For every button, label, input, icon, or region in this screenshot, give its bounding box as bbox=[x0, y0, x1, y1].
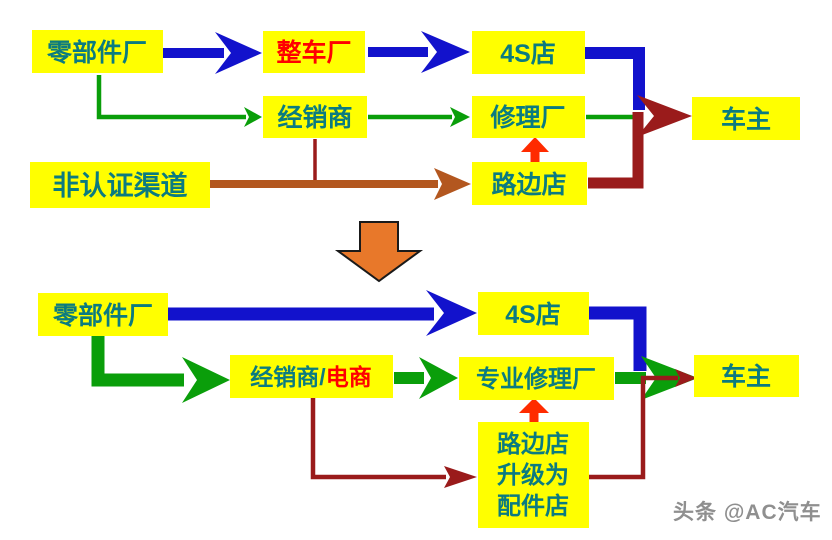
node-car-owner-after-label: 车主 bbox=[721, 362, 771, 391]
node-parts-factory-before bbox=[32, 30, 163, 73]
node-roadside-upgrade-label: 路边店升级为配件店 bbox=[497, 430, 569, 520]
arrow-upgrade-to-prorepair-head bbox=[519, 398, 549, 413]
node-professional-repair bbox=[459, 357, 614, 400]
ecommerce-text: 电商 bbox=[326, 364, 372, 390]
node-repair-shop bbox=[472, 96, 585, 138]
line-4s-to-merge bbox=[585, 47, 645, 110]
node-vehicle-oem bbox=[263, 31, 365, 73]
node-4s-store-before-label: 4S店 bbox=[500, 40, 556, 68]
arrow-parts-to-dealer2-head bbox=[182, 357, 230, 403]
node-dealer-before bbox=[263, 96, 367, 138]
node-uncertified-channel-label: 非认证渠道 bbox=[53, 170, 188, 201]
node-professional-repair-label: 专业修理厂 bbox=[476, 365, 596, 393]
arrow-roadside-to-owner-line bbox=[588, 112, 644, 189]
node-parts-factory-after-label: 零部件厂 bbox=[52, 301, 153, 330]
node-vehicle-oem-label: 整车厂 bbox=[276, 38, 351, 67]
node-roadside-upgrade bbox=[478, 422, 589, 528]
node-dealer-ecommerce-label: 经销商/电商 bbox=[250, 364, 371, 390]
arrow-roadside-to-repair-head bbox=[521, 137, 549, 152]
arrow-dealer2-to-prorepair-head bbox=[419, 357, 458, 399]
line-4s2-to-merge bbox=[589, 306, 647, 371]
arrow-dealer2-to-upgrade-line bbox=[310, 398, 446, 480]
roadside-upgrade-line3: 配件店 bbox=[497, 493, 569, 520]
roadside-upgrade-line1: 路边店 bbox=[497, 430, 569, 458]
node-dealer-ecommerce bbox=[230, 355, 393, 398]
node-roadside-shop-label: 路边店 bbox=[491, 171, 566, 199]
node-car-owner-after bbox=[694, 355, 799, 397]
arrow-parts-to-oem-head bbox=[215, 32, 262, 74]
arrow-parts-to-dealer-head bbox=[244, 107, 262, 127]
arrow-oem-to-4s-head bbox=[421, 31, 470, 73]
dealer-prefix-text: 经销商/ bbox=[250, 364, 326, 390]
node-parts-factory-after bbox=[38, 293, 168, 336]
node-4s-store-after bbox=[478, 292, 589, 335]
arrow-parts-to-dealer-line bbox=[96, 75, 246, 120]
node-dealer-before-label: 经销商 bbox=[277, 103, 352, 132]
node-roadside-shop bbox=[472, 162, 587, 205]
node-4s-store-after-label: 4S店 bbox=[505, 301, 561, 329]
node-4s-store-before bbox=[472, 31, 585, 74]
node-car-owner-before-label: 车主 bbox=[721, 105, 771, 134]
arrow-dealer2-to-upgrade-head bbox=[444, 466, 477, 488]
arrow-merge-to-owner-head bbox=[637, 95, 692, 137]
node-parts-factory-before-label: 零部件厂 bbox=[46, 38, 147, 67]
arrow-parts-to-4s-head bbox=[426, 290, 477, 336]
arrow-parts-to-dealer2-line bbox=[91, 334, 184, 387]
node-repair-shop-label: 修理厂 bbox=[489, 103, 565, 132]
watermark-text: 头条 @AC汽车 bbox=[673, 500, 822, 524]
transition-down-arrow bbox=[334, 221, 424, 283]
roadside-upgrade-line2: 升级为 bbox=[497, 461, 569, 489]
arrow-upgrade-to-owner-head bbox=[675, 369, 697, 387]
node-car-owner-before bbox=[692, 97, 800, 140]
arrow-dealer-to-repair-head bbox=[450, 107, 470, 127]
arrow-upgrade-to-owner-line bbox=[589, 375, 678, 480]
arrow-uncertified-to-roadside-head bbox=[434, 168, 471, 200]
node-uncertified-channel bbox=[30, 162, 210, 208]
